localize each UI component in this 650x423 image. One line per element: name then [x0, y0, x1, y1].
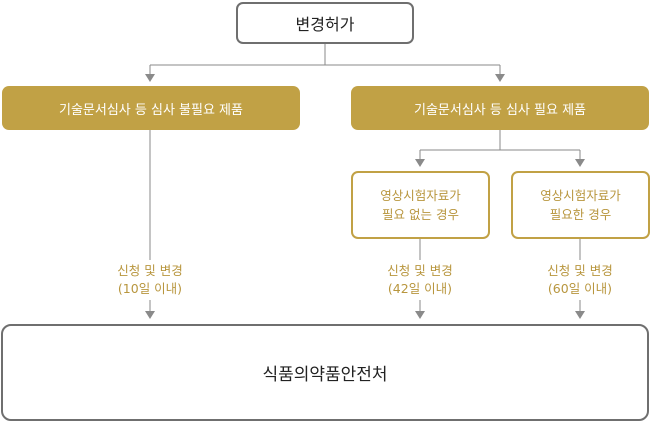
arrow-down-icon [145, 311, 155, 319]
arrow-down-icon [575, 159, 585, 167]
edge-label-line: (42일 이내) [387, 281, 453, 296]
root-node-label: 변경허가 [295, 15, 355, 34]
root-node: 변경허가 [236, 2, 414, 44]
edge-label-mid: 신청 및 변경 (42일 이내) [360, 262, 480, 298]
edge-label-line: (60일 이내) [547, 281, 613, 296]
branch-right-node: 기술문서심사 등 심사 필요 제품 [351, 86, 649, 130]
sub-node-video-data: 영상시험자료가 필요한 경우 [511, 171, 650, 239]
edge-label-line: 신청 및 변경 [547, 263, 613, 278]
sub-node-line: 영상시험자료가 [540, 188, 621, 203]
edge-label-right: 신청 및 변경 (60일 이내) [520, 262, 640, 298]
branch-left-label: 기술문서심사 등 심사 불필요 제품 [59, 102, 243, 118]
branch-right-label: 기술문서심사 등 심사 필요 제품 [413, 102, 586, 118]
arrow-down-icon [415, 311, 425, 319]
arrow-down-icon [145, 74, 155, 82]
target-node-label: 식품의약품안전처 [262, 365, 388, 385]
branch-left-node: 기술문서심사 등 심사 불필요 제품 [2, 86, 300, 130]
sub-node-line: 필요한 경우 [549, 207, 612, 222]
arrow-down-icon [415, 159, 425, 167]
edge-label-line: 신청 및 변경 [387, 263, 453, 278]
sub-node-line: 필요 없는 경우 [382, 207, 459, 222]
arrow-down-icon [495, 74, 505, 82]
sub-node-no-video-data: 영상시험자료가 필요 없는 경우 [351, 171, 490, 239]
edge-label-line: 신청 및 변경 [117, 263, 183, 278]
edge-label-left: 신청 및 변경 (10일 이내) [90, 262, 210, 298]
target-node: 식품의약품안전처 [1, 324, 649, 421]
arrow-down-icon [575, 311, 585, 319]
sub-node-line: 영상시험자료가 [380, 188, 461, 203]
edge-label-line: (10일 이내) [117, 281, 183, 296]
